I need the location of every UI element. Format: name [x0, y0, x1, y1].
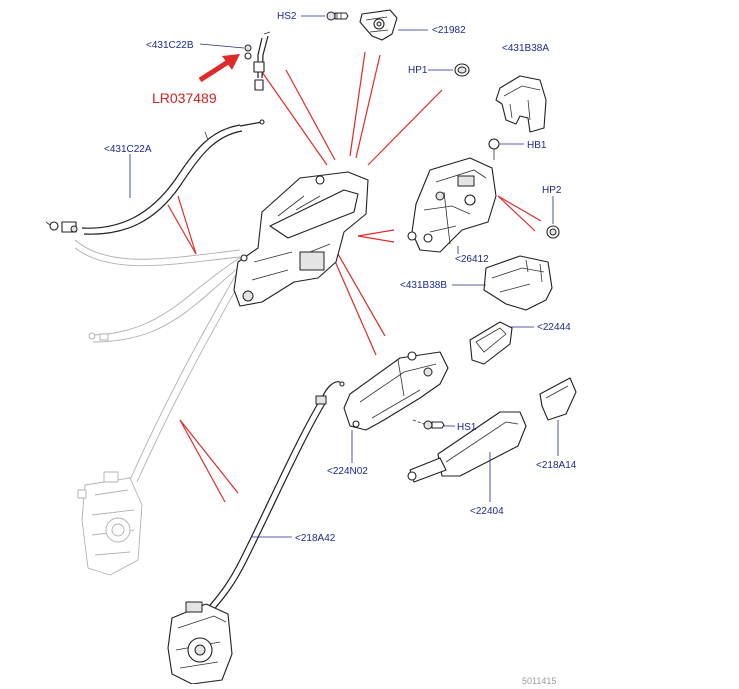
leader-lines	[129, 15, 559, 538]
callout-431c22b[interactable]: <431C22B	[146, 40, 194, 51]
hp2-plug[interactable]	[546, 225, 560, 239]
callout-431b38b[interactable]: <431B38B	[400, 280, 447, 291]
carrier-224n02[interactable]	[343, 351, 449, 431]
callout-hs2[interactable]: HS2	[277, 11, 297, 22]
striker-21982[interactable]	[359, 9, 398, 41]
cable-431c22a[interactable]	[45, 119, 265, 235]
callout-218a42[interactable]: <218A42	[295, 533, 336, 544]
callout-hp2[interactable]: HP2	[542, 185, 562, 196]
callout-hp1[interactable]: HP1	[408, 65, 428, 76]
hs1-screw[interactable]	[412, 419, 445, 430]
callout-431c22a[interactable]: <431C22A	[104, 144, 152, 155]
handle-bracket-center[interactable]	[233, 171, 369, 307]
cable-431c22b[interactable]	[244, 31, 271, 91]
gasket-22444[interactable]	[469, 321, 513, 365]
cap-218a14[interactable]	[539, 377, 577, 421]
footer-code: 5011415	[522, 676, 556, 684]
handle-22404[interactable]	[407, 411, 527, 483]
latch-lower[interactable]	[167, 601, 233, 685]
hotspot-arrow	[198, 54, 240, 83]
callouts: HS2 <21982 <431C22B <431B38A HP1 HB1 <43…	[104, 11, 577, 544]
cable-218a42[interactable]	[205, 381, 345, 613]
latch-26412[interactable]	[407, 157, 497, 253]
callout-22404[interactable]: <22404	[470, 506, 504, 517]
callout-224n02[interactable]: <224N02	[327, 466, 368, 477]
callout-431b38a[interactable]: <431B38A	[502, 43, 549, 54]
callout-22444[interactable]: <22444	[537, 322, 571, 333]
cover-431b38a[interactable]	[495, 75, 547, 133]
red-indicator-lines	[167, 51, 542, 503]
ghost-assembly	[74, 239, 250, 576]
hotspot-label[interactable]: LR037489	[152, 90, 217, 106]
cover-431b38b[interactable]	[483, 255, 553, 311]
hb1-bolt[interactable]	[488, 138, 500, 160]
callout-21982[interactable]: <21982	[432, 25, 466, 36]
callout-26412[interactable]: <26412	[455, 254, 489, 265]
callout-hb1[interactable]: HB1	[527, 140, 547, 151]
hp1-plug[interactable]	[454, 63, 470, 77]
hs2-screw[interactable]	[326, 11, 349, 21]
callout-hs1[interactable]: HS1	[457, 422, 477, 433]
callout-218a14[interactable]: <218A14	[536, 460, 577, 471]
